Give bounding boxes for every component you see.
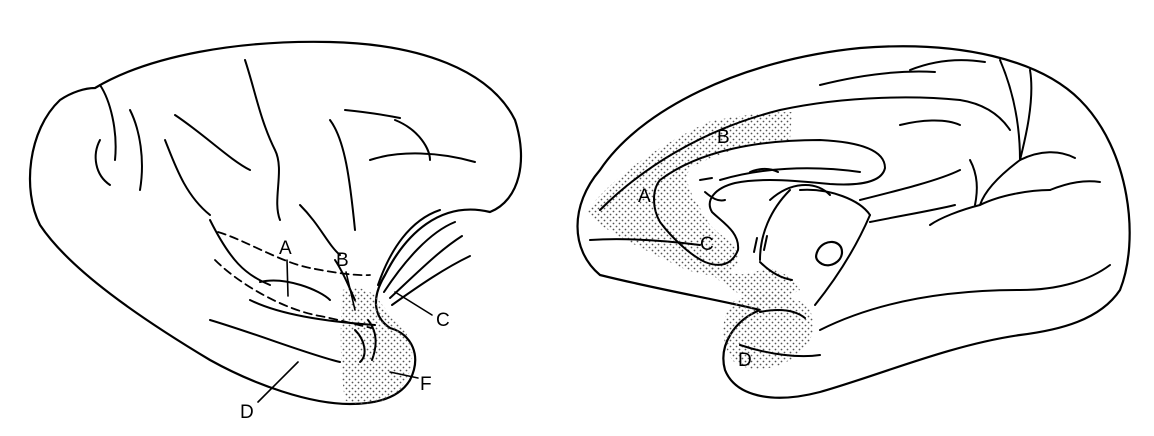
medial-label-b: B (717, 127, 730, 148)
medial-sulcus-5 (909, 59, 986, 71)
lateral-sulcus-7 (329, 119, 356, 231)
medial-sulcus-11 (869, 204, 956, 223)
lateral-operculum-2 (383, 221, 456, 293)
medial-diencephalon-1 (759, 189, 791, 261)
lateral-operculum-4 (391, 255, 471, 306)
medial-small-tick-2 (763, 235, 768, 251)
medial-sulcus-12 (589, 238, 701, 246)
lateral-sulcus-1 (99, 84, 117, 161)
lateral-label-f: F (420, 374, 432, 395)
medial-fornix-small (749, 168, 779, 173)
lateral-operculum-5 (367, 319, 377, 361)
lateral-dashed-line-2 (214, 259, 373, 329)
medial-sulcus-8 (969, 159, 978, 206)
medial-diencephalon-3 (814, 214, 871, 306)
medial-fornix-3 (704, 191, 726, 202)
lateral-leader-f (389, 371, 419, 379)
lateral-dashed-line-1 (217, 231, 371, 277)
lateral-sulcus-6 (244, 59, 281, 221)
lateral-operculum-1 (377, 209, 441, 286)
medial-label-a: A (638, 186, 651, 207)
lateral-brain-outline (28, 40, 523, 406)
lateral-sulcus-3 (129, 109, 143, 191)
lateral-label-a: A (279, 238, 292, 259)
lateral-operculum-3 (389, 235, 463, 299)
lateral-operculum-6 (354, 329, 366, 363)
lateral-sulcus-12 (299, 204, 341, 256)
medial-temporal-line-1 (739, 344, 821, 358)
medial-collateral-sulcus (819, 264, 1111, 331)
lateral-label-b: B (336, 250, 349, 271)
medial-diencephalon-4 (769, 183, 831, 201)
medial-sulcus-7 (929, 204, 981, 226)
medial-small-tick-1 (753, 237, 758, 253)
medial-temporal-line-2 (759, 309, 806, 319)
lateral-sulcus-9 (394, 119, 431, 161)
lateral-sulcus-13 (334, 259, 356, 301)
medial-sulcus-4 (819, 70, 936, 86)
lateral-label-c: C (436, 310, 450, 331)
lateral-sulcus-8 (344, 109, 401, 119)
lateral-leader-c (394, 291, 433, 316)
lateral-sulcus-10 (369, 152, 476, 163)
medial-stipple-temporal-pole (723, 294, 814, 369)
medial-label-c: C (700, 234, 714, 255)
medial-sulcus-10 (859, 169, 961, 201)
lateral-hemisphere: A B C D F (28, 40, 523, 423)
medial-stipple-cingulate (586, 112, 792, 276)
medial-hemisphere: A B C D (576, 45, 1131, 399)
lateral-temporal-line-2 (249, 299, 376, 326)
medial-sulcus-6 (999, 59, 1021, 161)
medial-diencephalon-5 (759, 261, 793, 281)
medial-sulcus-2 (959, 99, 1011, 131)
lateral-sulcus-4 (164, 139, 211, 216)
medial-diencephalon-2 (799, 188, 871, 216)
lateral-stipple-region (340, 288, 413, 404)
lateral-leader-d (257, 361, 299, 403)
medial-cingulate-sulcus (599, 96, 961, 211)
medial-sulcus-3 (899, 119, 961, 126)
medial-small-oval (815, 240, 844, 267)
medial-sulcus-9 (1049, 180, 1101, 191)
medial-fornix-1 (719, 167, 861, 181)
lateral-temporal-line-1 (259, 279, 331, 301)
lateral-sulcus-5 (174, 114, 251, 171)
medial-label-d: D (738, 350, 752, 371)
lateral-temporal-line-3 (209, 319, 341, 363)
lateral-leader-b (345, 271, 356, 311)
lateral-leader-a (286, 259, 289, 297)
medial-fornix-2 (699, 177, 713, 181)
lateral-sulcus-2 (94, 139, 111, 186)
medial-corpus-callosum (653, 139, 886, 266)
lateral-label-d: D (240, 402, 254, 423)
